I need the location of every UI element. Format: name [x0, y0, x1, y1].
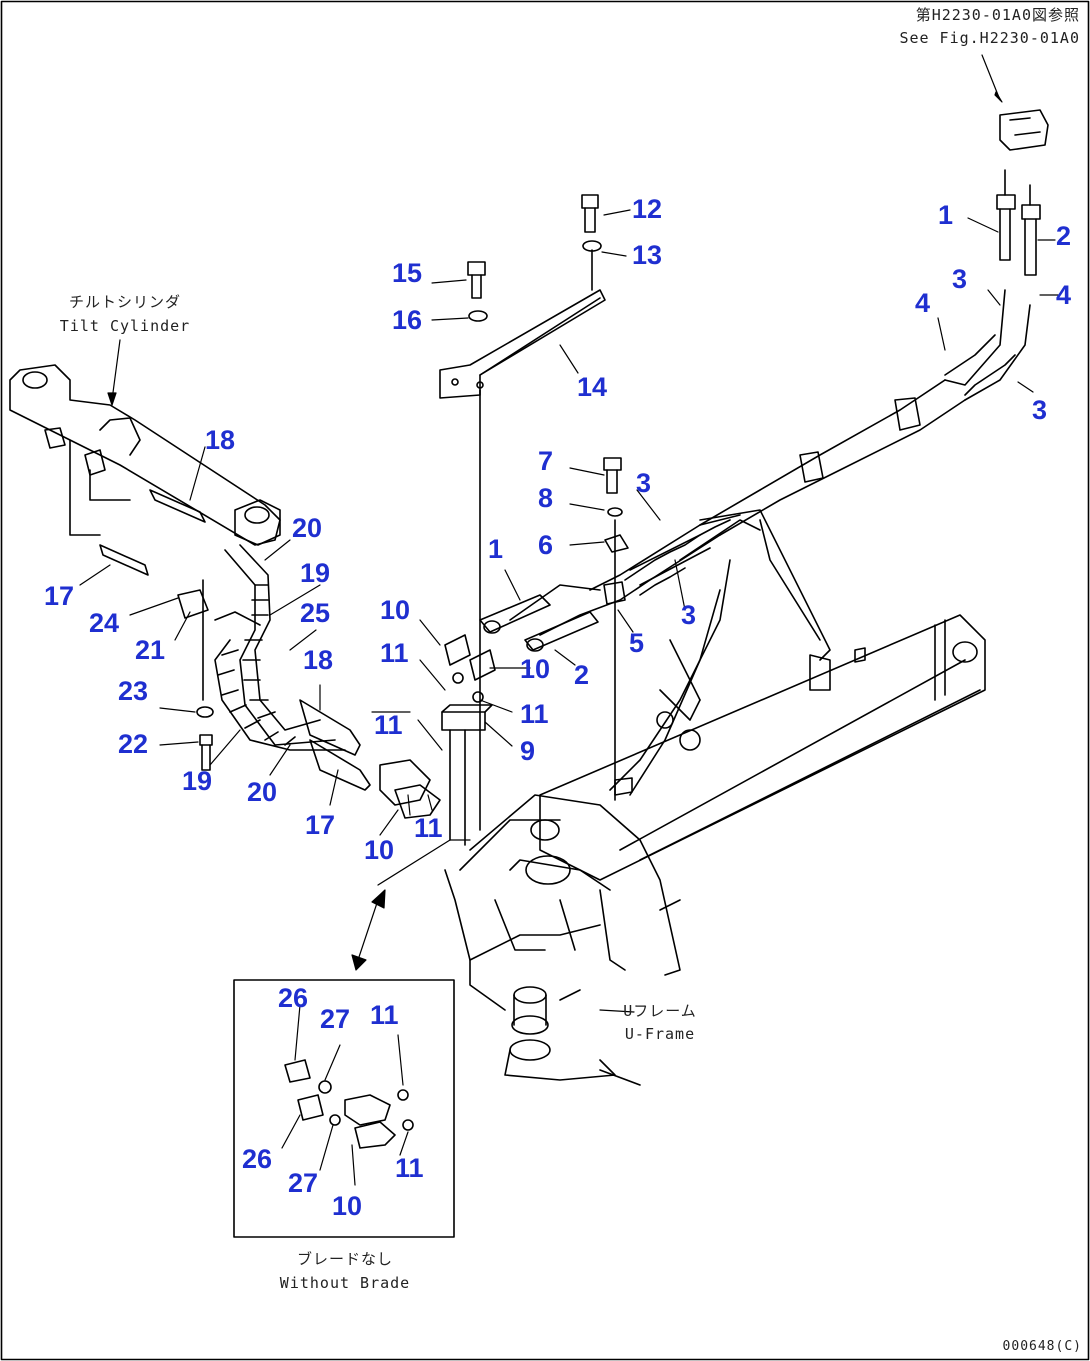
- callout-3: 3: [952, 264, 968, 294]
- callout-2: 2: [574, 660, 590, 690]
- bracket-assembly: [439, 194, 629, 846]
- callout-22: 22: [118, 729, 149, 759]
- without-blade-inset: [233, 979, 455, 1238]
- callout-1: 1: [938, 200, 954, 230]
- tilt-cylinder-label-en: Tilt Cylinder: [59, 317, 191, 335]
- u-frame-label-en: U-Frame: [624, 1025, 696, 1043]
- callout-26: 26: [242, 1144, 273, 1174]
- tilt-cylinder-drawing: [9, 364, 441, 819]
- callout-5: 5: [629, 628, 645, 658]
- callout-4: 4: [915, 288, 931, 318]
- callout-10: 10: [332, 1191, 363, 1221]
- callout-8: 8: [538, 483, 554, 513]
- callout-14: 14: [577, 372, 608, 402]
- callout-10: 10: [380, 595, 411, 625]
- callout-11: 11: [374, 710, 403, 740]
- callout-26: 26: [278, 983, 309, 1013]
- callout-25: 25: [300, 598, 331, 628]
- u-frame-label-jp: Uフレーム: [623, 1002, 697, 1020]
- callout-19: 19: [182, 766, 213, 796]
- callout-4: 4: [1056, 280, 1072, 310]
- leader-lines: [79, 54, 1059, 1186]
- callout-19: 19: [300, 558, 331, 588]
- callout-6: 6: [538, 530, 554, 560]
- callout-16: 16: [392, 305, 423, 335]
- hose-lines: [444, 109, 1049, 703]
- reference-note-jp: 第H2230-01A0図参照: [915, 6, 1080, 24]
- callout-11: 11: [395, 1153, 424, 1183]
- callout-20: 20: [292, 513, 323, 543]
- reference-note-en: See Fig.H2230-01A0: [899, 29, 1080, 47]
- callout-7: 7: [538, 446, 554, 476]
- callout-20: 20: [247, 777, 278, 807]
- callout-1: 1: [488, 534, 504, 564]
- callout-21: 21: [135, 635, 166, 665]
- tilt-cylinder-label-jp: チルトシリンダ: [68, 293, 181, 311]
- callout-18: 18: [303, 645, 334, 675]
- callout-27: 27: [288, 1168, 319, 1198]
- callout-3: 3: [1032, 395, 1048, 425]
- callout-11: 11: [370, 1000, 399, 1030]
- without-blade-label-en: Without Brade: [279, 1274, 411, 1292]
- drawing-code: 000648(C): [1002, 1339, 1082, 1354]
- callout-23: 23: [118, 676, 149, 706]
- callout-12: 12: [632, 194, 663, 224]
- callout-10: 10: [364, 835, 395, 865]
- callout-11: 11: [520, 699, 549, 729]
- callout-11: 11: [380, 638, 409, 668]
- callout-11: 11: [414, 813, 443, 843]
- callout-17: 17: [305, 810, 336, 840]
- callout-27: 27: [320, 1004, 351, 1034]
- callout-17: 17: [44, 581, 75, 611]
- callout-24: 24: [89, 608, 120, 638]
- callout-2: 2: [1056, 221, 1072, 251]
- u-frame-drawing: [444, 509, 986, 1086]
- callout-18: 18: [205, 425, 236, 455]
- callout-15: 15: [392, 258, 423, 288]
- callout-3: 3: [636, 468, 652, 498]
- callout-13: 13: [632, 240, 663, 270]
- without-blade-label-jp: ブレードなし: [296, 1250, 393, 1268]
- callout-10: 10: [520, 654, 551, 684]
- callout-9: 9: [520, 736, 536, 766]
- callout-3: 3: [681, 600, 697, 630]
